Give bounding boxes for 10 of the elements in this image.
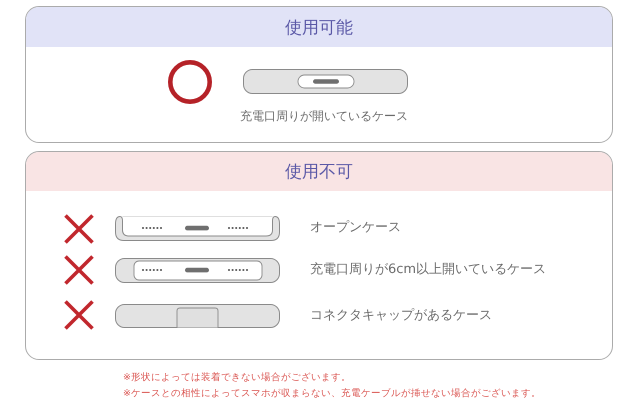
caption-text: 充電口周りが開いているケース [240,110,408,124]
item-text: コネクタキャップがあるケース [310,309,492,324]
note-text: ※ケースとの相性によってスマホが収まらない、充電ケーブルが挿せない場合がございます。 [123,389,541,400]
panel-header: 使用可能 [26,7,612,47]
item-text: 充電口周りが6cm以上開いているケース [310,263,546,278]
note-text: ※形状によっては装着できない場合がございます。 [123,373,351,384]
item-text: オープンケース [310,221,401,236]
panel-card [25,151,613,360]
panel-card [25,6,613,143]
panel-header: 使用不可 [26,152,612,191]
